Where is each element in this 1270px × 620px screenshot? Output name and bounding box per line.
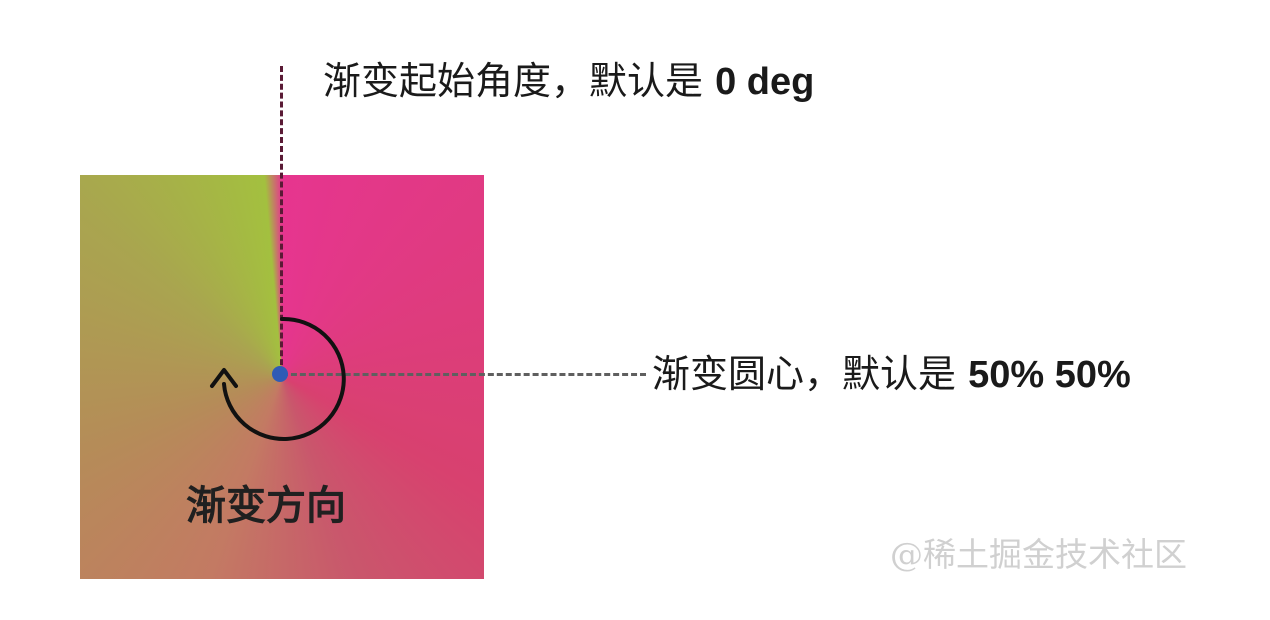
- rotation-arrow-icon: [210, 316, 346, 441]
- start-angle-label-text: 渐变起始角度，默认是: [323, 59, 716, 103]
- start-angle-label-value: 0 deg: [715, 61, 815, 103]
- direction-label: 渐变方向: [186, 483, 346, 529]
- start-angle-dashed-line: [280, 66, 283, 374]
- start-angle-label: 渐变起始角度，默认是 0 deg: [323, 62, 814, 101]
- center-label-value: 50% 50%: [968, 354, 1131, 396]
- center-label: 渐变圆心，默认是 50% 50%: [652, 355, 1131, 394]
- center-label-text: 渐变圆心，默认是: [652, 352, 969, 396]
- watermark: @稀土掘金技术社区: [890, 535, 1187, 574]
- gradient-center-dot: [272, 366, 288, 382]
- center-dashed-line: [282, 373, 646, 376]
